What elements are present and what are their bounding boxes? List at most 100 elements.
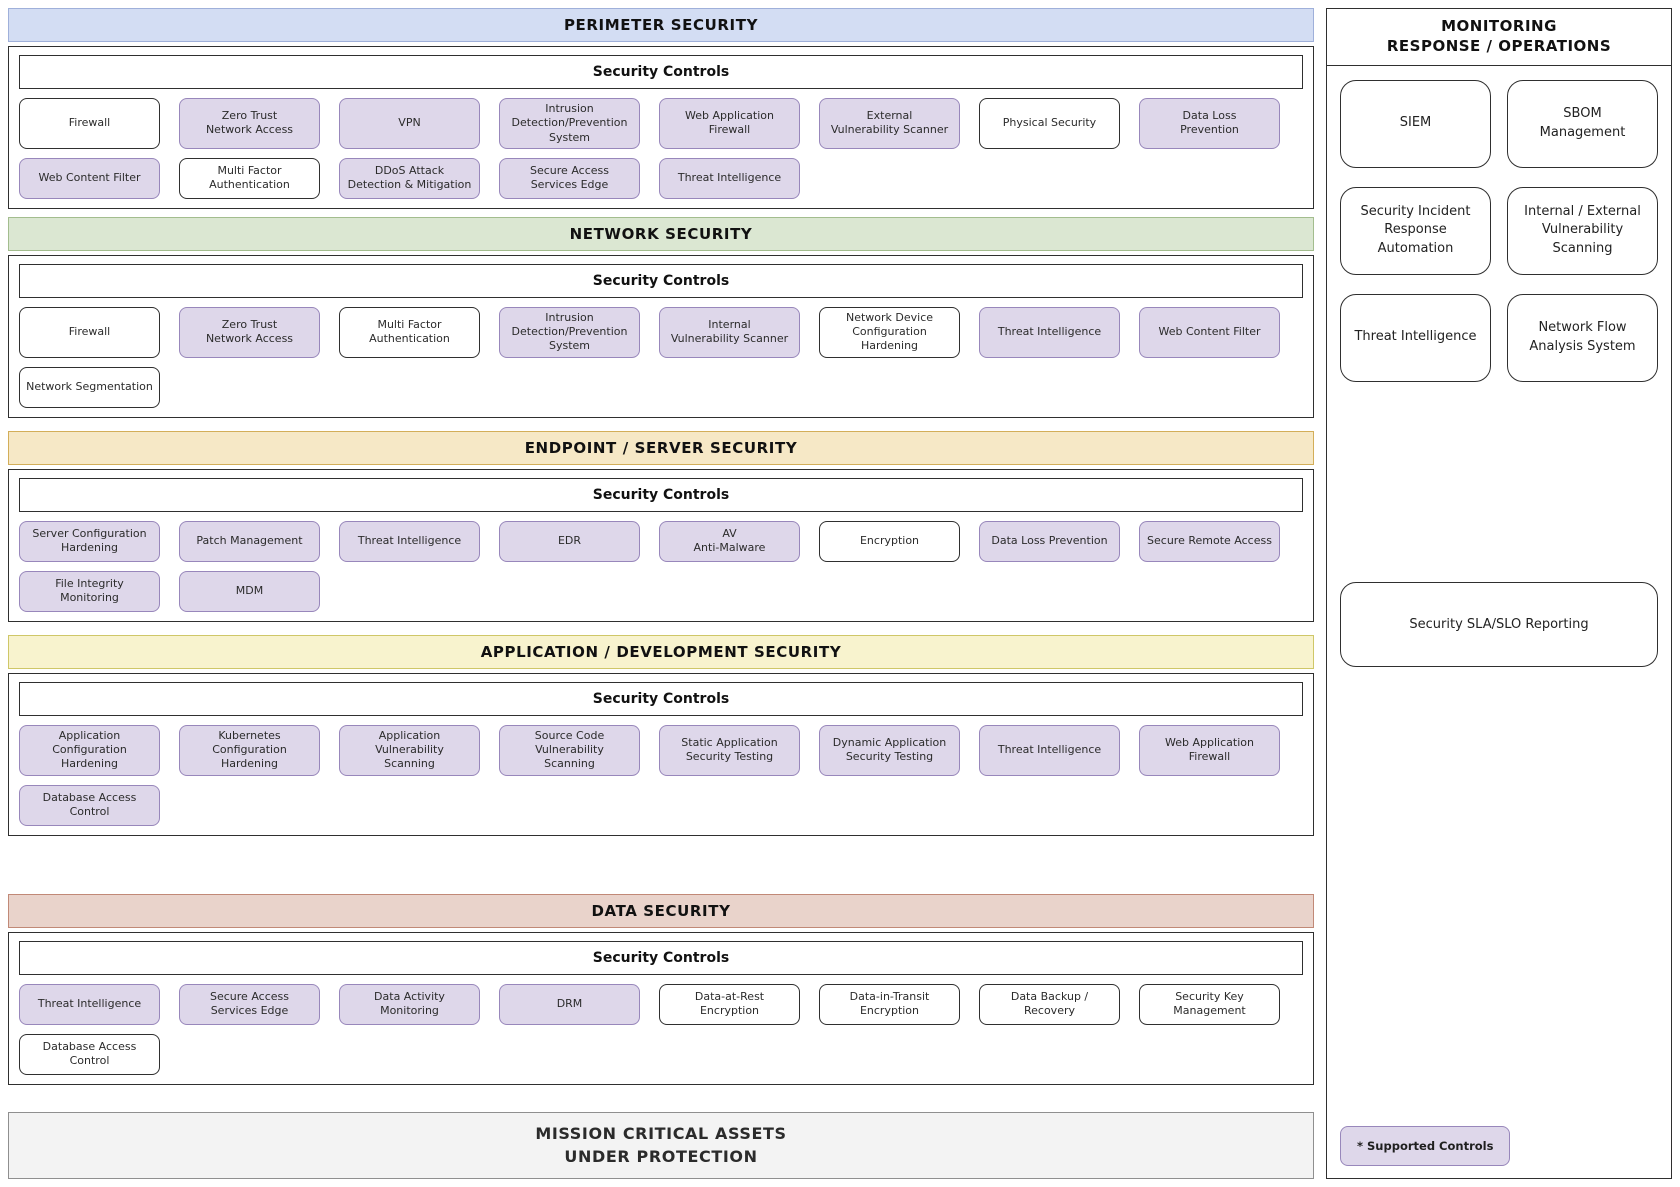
section-body-data: Security Controls Threat Intelligence Sec… (8, 931, 1314, 1085)
section-header-data: DATA SECURITY (8, 893, 1314, 928)
control-encryption: Encryption (819, 520, 960, 562)
supported-controls-legend: * Supported Controls (1340, 1126, 1511, 1166)
control-threat-intelligence: Threat Intelligence (659, 157, 800, 199)
section-header-application: APPLICATION / DEVELOPMENT SECURITY (8, 634, 1314, 669)
control-zero-trust-network-access: Zero Trust Network Access (179, 306, 320, 358)
section-body-perimeter: Security Controls Firewall Zero Trust Net… (8, 46, 1314, 209)
monitoring-box-internal-external-vulnerability-scanning: Internal / External Vulnerability Scanni… (1507, 186, 1658, 275)
control-web-content-filter: Web Content Filter (1139, 306, 1280, 358)
control-data-loss-prevention: Data Loss Prevention (979, 520, 1120, 562)
control-firewall: Firewall (19, 98, 160, 149)
monitoring-box-network-flow-analysis-system: Network Flow Analysis System (1507, 293, 1658, 382)
section-header-endpoint: ENDPOINT / SERVER SECURITY (8, 430, 1314, 465)
control-data-activity-monitoring: Data Activity Monitoring (339, 983, 480, 1025)
controls-grid-network: Firewall Zero Trust Network Access Multi F… (19, 306, 1303, 408)
control-server-configuration-hardening: Server Configuration Hardening (19, 520, 160, 562)
security-controls-box: Security Controls (19, 477, 1303, 512)
section-network-security: NETWORK SECURITY Security Controls Firew… (8, 216, 1314, 418)
control-database-access-control: Database Access Control (19, 1033, 160, 1075)
security-controls-label: Security Controls (592, 272, 730, 289)
control-threat-intelligence: Threat Intelligence (979, 724, 1120, 776)
section-title: APPLICATION / DEVELOPMENT SECURITY (480, 642, 842, 661)
security-controls-label: Security Controls (592, 949, 730, 966)
monitoring-panel-title: MONITORING RESPONSE / OPERATIONS (1327, 9, 1671, 66)
control-web-application-firewall: Web Application Firewall (659, 98, 800, 149)
control-av-anti-malware: AV Anti-Malware (659, 520, 800, 562)
control-data-backup-recovery: Data Backup / Recovery (979, 983, 1120, 1025)
control-edr: EDR (499, 520, 640, 562)
monitoring-box-siem: SIEM (1340, 79, 1491, 168)
section-title: NETWORK SECURITY (569, 224, 753, 243)
control-internal-vulnerability-scanner: Internal Vulnerability Scanner (659, 306, 800, 358)
control-network-device-configuration-hardening: Network Device Configuration Hardening (819, 306, 960, 358)
control-external-vulnerability-scanner: External Vulnerability Scanner (819, 98, 960, 149)
security-controls-box: Security Controls (19, 55, 1303, 89)
monitoring-box-security-incident-response-automation: Security Incident Response Automation (1340, 186, 1491, 275)
section-title: PERIMETER SECURITY (563, 16, 759, 34)
section-body-network: Security Controls Firewall Zero Trust Net… (8, 254, 1314, 418)
control-web-application-firewall: Web Application Firewall (1139, 724, 1280, 776)
control-secure-remote-access: Secure Remote Access (1139, 520, 1280, 562)
section-header-network: NETWORK SECURITY (8, 216, 1314, 251)
control-ddos-attack-detection-mitigation: DDoS Attack Detection & Mitigation (339, 157, 480, 199)
security-controls-label: Security Controls (592, 64, 730, 80)
control-data-at-rest-encryption: Data-at-Rest Encryption (659, 983, 800, 1025)
security-controls-label: Security Controls (592, 690, 730, 707)
mission-critical-assets-label: MISSION CRITICAL ASSETS UNDER PROTECTION (535, 1124, 787, 1167)
section-title: ENDPOINT / SERVER SECURITY (524, 438, 798, 457)
section-endpoint-server-security: ENDPOINT / SERVER SECURITY Security Cont… (8, 430, 1314, 622)
security-controls-box: Security Controls (19, 681, 1303, 716)
control-multi-factor-authentication: Multi Factor Authentication (179, 157, 320, 199)
security-controls-box: Security Controls (19, 940, 1303, 975)
section-body-application: Security Controls Application Configurat… (8, 672, 1314, 836)
monitoring-box-security-sla-slo-reporting: Security SLA/SLO Reporting (1340, 581, 1658, 667)
monitoring-panel: MONITORING RESPONSE / OPERATIONS SIEM SB… (1326, 8, 1672, 1179)
monitoring-box-threat-intelligence: Threat Intelligence (1340, 293, 1491, 382)
security-architecture-diagram: PERIMETER SECURITY Security Controls Fir… (8, 8, 1672, 1179)
control-physical-security: Physical Security (979, 98, 1120, 149)
section-perimeter-security: PERIMETER SECURITY Security Controls Fir… (8, 8, 1314, 209)
control-web-content-filter: Web Content Filter (19, 157, 160, 199)
control-source-code-vulnerability-scanning: Source Code Vulnerability Scanning (499, 724, 640, 776)
section-application-development-security: APPLICATION / DEVELOPMENT SECURITY Secur… (8, 634, 1314, 836)
control-application-vulnerability-scanning: Application Vulnerability Scanning (339, 724, 480, 776)
control-dynamic-application-security-testing: Dynamic Application Security Testing (819, 724, 960, 776)
section-body-endpoint: Security Controls Server Configuration H… (8, 468, 1314, 622)
section-data-security: DATA SECURITY Security Controls Threat I… (8, 893, 1314, 1085)
section-title: DATA SECURITY (591, 901, 731, 920)
control-firewall: Firewall (19, 306, 160, 358)
control-data-loss-prevention: Data Loss Prevention (1139, 98, 1280, 149)
control-multi-factor-authentication: Multi Factor Authentication (339, 306, 480, 358)
control-intrusion-detection-prevention-system: Intrusion Detection/Prevention System (499, 98, 640, 149)
control-network-segmentation: Network Segmentation (19, 366, 160, 408)
defense-layers-column: PERIMETER SECURITY Security Controls Fir… (8, 8, 1314, 1179)
control-data-in-transit-encryption: Data-in-Transit Encryption (819, 983, 960, 1025)
control-security-key-management: Security Key Management (1139, 983, 1280, 1025)
controls-grid-perimeter: Firewall Zero Trust Network Access VPN Intr… (19, 98, 1303, 199)
control-database-access-control: Database Access Control (19, 784, 160, 826)
control-patch-management: Patch Management (179, 520, 320, 562)
security-controls-box: Security Controls (19, 263, 1303, 298)
control-file-integrity-monitoring: File Integrity Monitoring (19, 570, 160, 612)
monitoring-panel-content: SIEM SBOM Management Security Incident R… (1327, 66, 1671, 1179)
control-drm: DRM (499, 983, 640, 1025)
control-secure-access-services-edge: Secure Access Services Edge (179, 983, 320, 1025)
control-secure-access-services-edge: Secure Access Services Edge (499, 157, 640, 199)
control-vpn: VPN (339, 98, 480, 149)
control-intrusion-detection-prevention-system: Intrusion Detection/Prevention System (499, 306, 640, 358)
security-controls-label: Security Controls (592, 486, 730, 503)
control-mdm: MDM (179, 570, 320, 612)
section-header-perimeter: PERIMETER SECURITY (8, 8, 1314, 42)
control-threat-intelligence: Threat Intelligence (979, 306, 1120, 358)
control-threat-intelligence: Threat Intelligence (19, 983, 160, 1025)
monitoring-boxes-grid: SIEM SBOM Management Security Incident R… (1340, 79, 1658, 382)
control-zero-trust-network-access: Zero Trust Network Access (179, 98, 320, 149)
monitoring-box-sbom-management: SBOM Management (1507, 79, 1658, 168)
controls-grid-data: Threat Intelligence Secure Access Service… (19, 983, 1303, 1075)
controls-grid-endpoint: Server Configuration Hardening Patch Mana… (19, 520, 1303, 612)
control-static-application-security-testing: Static Application Security Testing (659, 724, 800, 776)
control-application-configuration-hardening: Application Configuration Hardening (19, 724, 160, 776)
control-threat-intelligence: Threat Intelligence (339, 520, 480, 562)
mission-critical-assets-box: MISSION CRITICAL ASSETS UNDER PROTECTION (8, 1111, 1314, 1179)
